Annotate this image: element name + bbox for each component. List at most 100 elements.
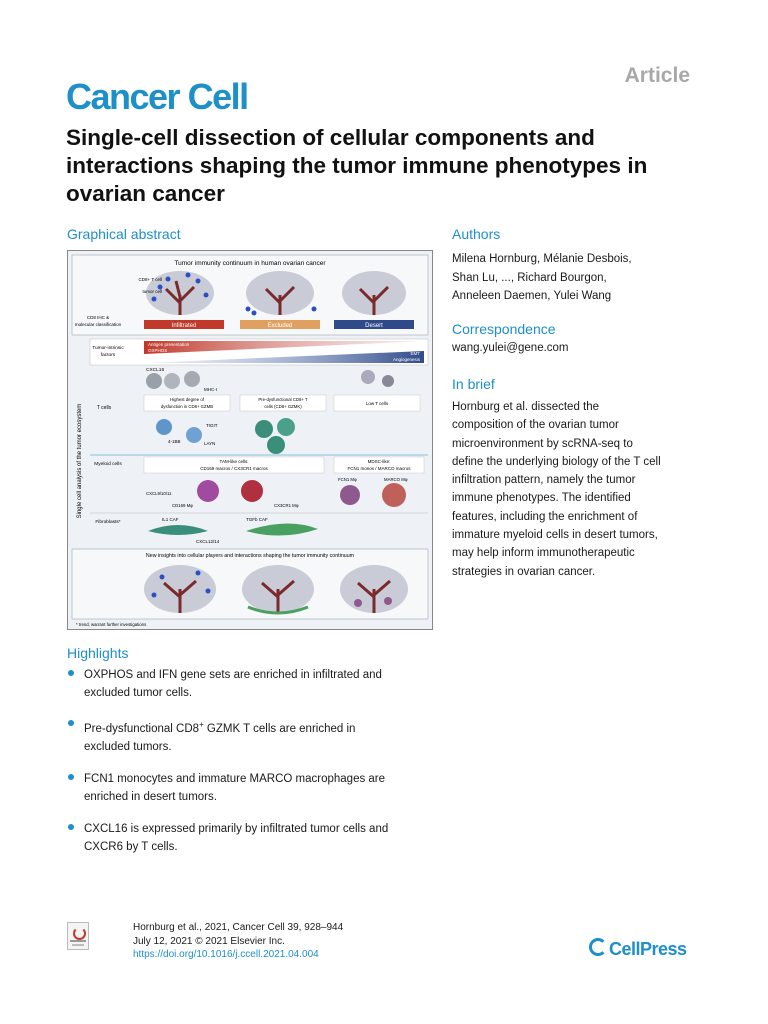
highlight-line: excluded tumor cells. bbox=[84, 687, 193, 699]
label-molecular: molecular classification bbox=[75, 322, 122, 327]
cd169-cell-icon bbox=[197, 480, 219, 502]
il1-caf-icon bbox=[148, 525, 208, 535]
journal-name: Cancer Cell bbox=[66, 76, 249, 117]
tcell-icon bbox=[277, 418, 295, 436]
superscript: + bbox=[199, 720, 204, 729]
tumor-desert bbox=[342, 271, 406, 315]
graphical-abstract-figure: Tumor immunity continuum in human ovaria… bbox=[67, 250, 433, 630]
label-antigen: Antigen presentation bbox=[148, 342, 190, 347]
tcell-icon bbox=[255, 420, 273, 438]
label-marco: MARCO Mφ bbox=[384, 477, 408, 482]
brief-line: may help inform immunotherapeutic bbox=[452, 547, 635, 560]
label-cx3cr1: CX3CR1 Mφ bbox=[274, 503, 299, 508]
label-cd8-ihc: CD8 IHC & bbox=[87, 315, 109, 320]
author-line: Shan Lu, ..., Richard Bourgon, bbox=[452, 271, 607, 284]
brief-line: strategies in ovarian cancer. bbox=[452, 565, 596, 578]
highlight-line: excluded tumors. bbox=[84, 740, 172, 753]
citation-line: Hornburg et al., 2021, Cancer Cell 39, 9… bbox=[133, 922, 344, 933]
tumor-cell-icon bbox=[164, 373, 180, 389]
author-line: Milena Hornburg, Mélanie Desbois, bbox=[452, 253, 632, 265]
excluded-bar bbox=[240, 320, 320, 329]
label-highest2: dysfunction in CD8+ GZMB bbox=[161, 404, 213, 409]
label-tam1: TAM-like cells: bbox=[220, 459, 249, 464]
brief-line: composition of the ovarian tumor bbox=[452, 419, 619, 432]
label-tumor-cell: tumor cell bbox=[142, 289, 162, 294]
label-tumor-intrinsic: Tumor-intrinsic bbox=[92, 345, 124, 351]
label-footnote: * trend, warrant further investigations bbox=[76, 622, 146, 627]
side-label: Single cell analysis of the tumor ecosys… bbox=[77, 404, 83, 519]
tumor-cell-icon bbox=[146, 373, 162, 389]
gradient-antigen bbox=[144, 341, 424, 354]
highlight-item: FCN1 monocytes and immature MARCO macrop… bbox=[67, 770, 447, 806]
doi-link[interactable]: https://doi.org/10.1016/j.ccell.2021.04.… bbox=[133, 949, 319, 960]
label-layn: LAYN bbox=[204, 441, 215, 446]
marco-cell-icon bbox=[382, 483, 406, 507]
tcell-icon bbox=[186, 427, 202, 443]
highlights-list: OXPHOS and IFN gene sets are enriched in… bbox=[67, 666, 447, 870]
label-cxcl16: CXCL16 bbox=[146, 367, 164, 373]
brief-line: infiltration pattern, namely the tumor bbox=[452, 474, 636, 487]
highlight-line: CXCL16 is expressed primarily by infiltr… bbox=[84, 822, 389, 835]
fcn1-cell-icon bbox=[340, 485, 360, 505]
box-tam bbox=[143, 456, 325, 474]
label-desert: Desert bbox=[365, 323, 383, 329]
label-fibro: Fibroblasts* bbox=[95, 519, 120, 525]
authors-heading: Authors bbox=[452, 226, 501, 242]
desert-bar bbox=[334, 320, 414, 329]
article-type: Article bbox=[624, 64, 690, 87]
label-predys2: cells (CD8+ GZMK) bbox=[264, 404, 302, 409]
label-excluded: Excluded bbox=[268, 323, 293, 329]
label-new-insights: New insights into cellular players and i… bbox=[146, 553, 355, 559]
label-cxcl9: CXCL9/10/11 bbox=[146, 491, 172, 496]
tumor-excluded-bottom bbox=[242, 565, 314, 615]
label-factors: factors bbox=[101, 352, 116, 358]
brief-line: immune phenotypes. The identified bbox=[452, 492, 631, 505]
tumor-cell-icon bbox=[184, 371, 200, 387]
highlight-line: Pre-dysfunctional CD8+ GZMK T cells are … bbox=[84, 716, 447, 738]
box-mdsc bbox=[333, 456, 425, 474]
brief-line: immature myeloid cells in desert tumors, bbox=[452, 529, 658, 542]
bullet-icon bbox=[68, 670, 74, 676]
authors-list: Milena Hornburg, Mélanie Desbois, Shan L… bbox=[452, 250, 712, 306]
brief-line: microenvironment by scRNA-seq to bbox=[452, 437, 633, 450]
in-brief-text: Hornburg et al. dissected the compositio… bbox=[452, 398, 702, 581]
tumor-excluded bbox=[245, 271, 317, 316]
highlight-line: CXCR6 by T cells. bbox=[84, 840, 178, 853]
tumor-desert-bottom bbox=[340, 565, 408, 613]
citation: Hornburg et al., 2021, Cancer Cell 39, 9… bbox=[133, 921, 343, 962]
box-predysfunctional bbox=[239, 394, 327, 412]
label-angiogenesis: Angiogenesis bbox=[393, 357, 421, 362]
check-for-updates-icon[interactable] bbox=[67, 922, 89, 950]
tumor-cell-icon bbox=[361, 370, 375, 384]
graphical-abstract-svg: Tumor immunity continuum in human ovaria… bbox=[71, 254, 429, 627]
label-cxcl12: CXCL12/14 bbox=[196, 539, 220, 544]
highlight-item: Pre-dysfunctional CD8+ GZMK T cells are … bbox=[67, 716, 447, 756]
label-predys1: Pre-dysfunctional CD8+ T bbox=[258, 397, 308, 402]
box-low-tcells bbox=[333, 394, 421, 412]
tumor-infiltrated bbox=[146, 271, 214, 315]
label-mdsc1: MDSC-like: bbox=[368, 459, 391, 464]
box-highest-dysfunction bbox=[143, 394, 231, 412]
label-low-t: Low T cells bbox=[366, 401, 389, 406]
label-il1: IL1 CAF bbox=[162, 517, 179, 522]
label-myeloid: Myeloid cells bbox=[94, 461, 122, 467]
label-highest1: Highest degree of bbox=[170, 397, 205, 402]
infiltrated-bar bbox=[144, 320, 224, 329]
correspondence-email[interactable]: wang.yulei@gene.com bbox=[452, 342, 569, 354]
label-tam2: CD169 macros / CX3CR1 macros bbox=[200, 466, 268, 471]
tcell-icon bbox=[156, 419, 172, 435]
highlight-item: OXPHOS and IFN gene sets are enriched in… bbox=[67, 666, 447, 702]
highlight-line: enriched in desert tumors. bbox=[84, 790, 217, 803]
tgfb-caf-icon bbox=[246, 523, 318, 536]
brief-line: features, including the enrichment of bbox=[452, 510, 638, 523]
highlight-line: FCN1 monocytes and immature MARCO macrop… bbox=[84, 772, 386, 785]
top-title: Tumor immunity continuum in human ovaria… bbox=[174, 260, 326, 267]
bullet-icon bbox=[68, 773, 74, 780]
correspondence-heading: Correspondence bbox=[452, 321, 556, 337]
bullet-icon bbox=[68, 823, 74, 830]
label-tcells: T cells bbox=[97, 405, 112, 411]
cellpress-icon bbox=[589, 938, 607, 956]
label-41bb: 4-1BB bbox=[168, 439, 181, 444]
tumor-infiltrated-bottom bbox=[144, 565, 216, 613]
highlight-line: OXPHOS and IFN gene sets are enriched in… bbox=[84, 669, 382, 681]
